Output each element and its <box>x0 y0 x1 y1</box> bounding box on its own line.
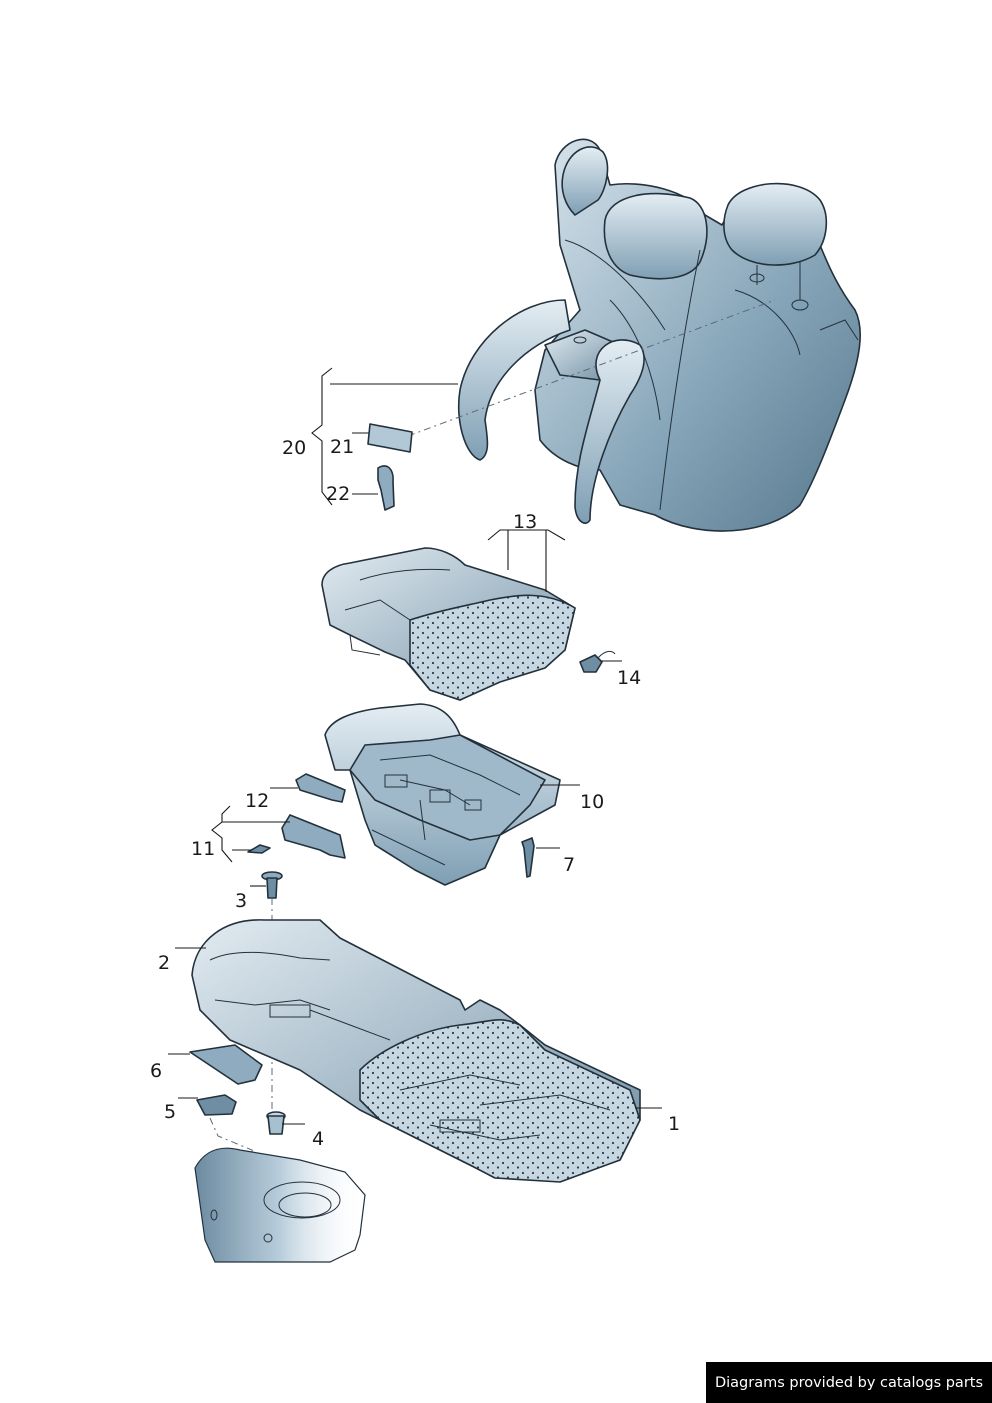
callout-10: 10 <box>580 791 604 813</box>
part-3-bolt <box>261 871 283 899</box>
callout-21: 21 <box>330 436 354 458</box>
vehicle-body-section <box>194 1147 366 1263</box>
callout-1: 1 <box>668 1113 680 1135</box>
seat-cushion <box>321 547 576 701</box>
part-14-connector <box>579 654 603 673</box>
callout-12: 12 <box>245 790 269 812</box>
callout-3: 3 <box>235 890 247 912</box>
seat-base <box>191 919 641 1183</box>
part-11-screw <box>247 844 271 854</box>
part-5-clip <box>196 1094 237 1116</box>
seat-backrest <box>457 138 861 532</box>
callout-5: 5 <box>164 1101 176 1123</box>
callout-14: 14 <box>617 667 641 689</box>
callout-22: 22 <box>326 483 350 505</box>
callout-6: 6 <box>150 1060 162 1082</box>
part-11-bracket <box>281 814 346 859</box>
callout-2: 2 <box>158 952 170 974</box>
part-7-screw <box>521 837 535 878</box>
part-21-label <box>367 423 413 453</box>
callout-13: 13 <box>513 511 537 533</box>
callouts: 1 2 3 4 5 6 7 10 11 12 13 14 20 21 22 <box>150 436 680 1150</box>
bracket-20 <box>311 367 458 506</box>
part-22-clip <box>377 465 395 511</box>
bracket-11-12 <box>211 787 298 863</box>
seat-frame <box>324 703 561 886</box>
credit-banner: Diagrams provided by catalogs parts <box>706 1362 992 1403</box>
bracket-13 <box>487 529 566 592</box>
part-12-bracket <box>295 773 346 803</box>
callout-20: 20 <box>282 437 306 459</box>
callout-4: 4 <box>312 1128 324 1150</box>
part-6-mat <box>189 1044 263 1085</box>
callout-11: 11 <box>191 838 215 860</box>
part-4-grommet <box>266 1111 286 1135</box>
callout-7: 7 <box>563 854 575 876</box>
dash-21-to-backrest <box>407 299 776 437</box>
